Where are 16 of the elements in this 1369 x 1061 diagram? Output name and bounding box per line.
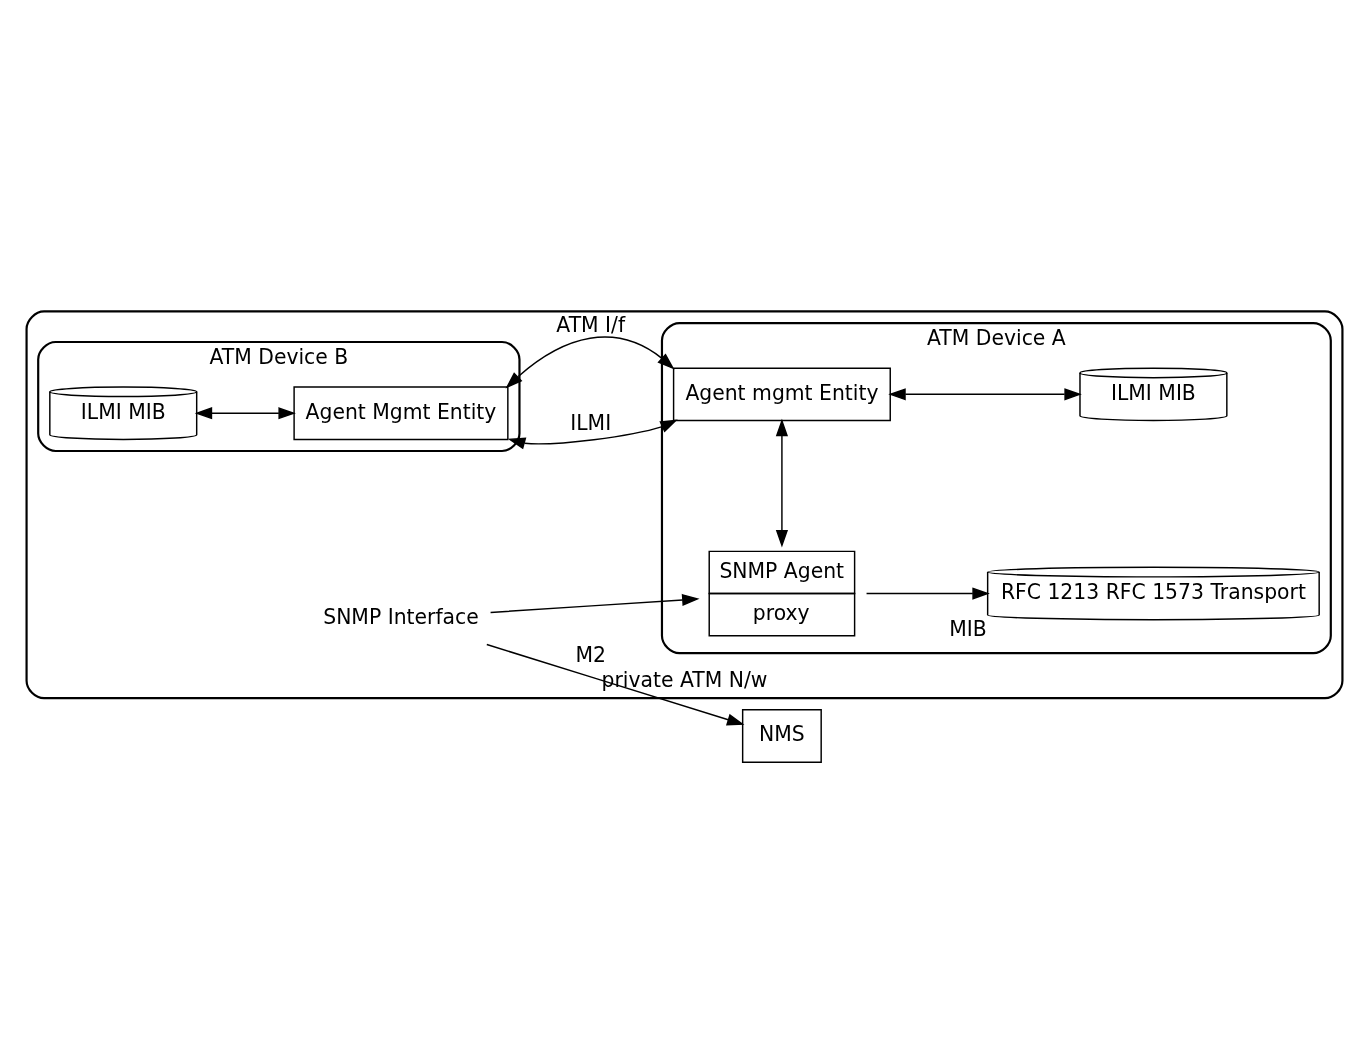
edge-label: ATM I/f: [556, 312, 626, 337]
node-box: Agent Mgmt Entity: [293, 385, 509, 440]
arrow: [507, 419, 678, 449]
node-label: MIB: [949, 616, 987, 641]
arrow: [505, 335, 675, 389]
arrow: [489, 593, 700, 613]
arrow: [194, 406, 296, 419]
arrow: [865, 586, 990, 600]
arrow: [775, 418, 789, 547]
node-box: NMS: [741, 708, 822, 763]
arrow: [888, 387, 1082, 400]
node-box: Agent mgmt Entity: [672, 366, 891, 421]
edge-label: ILMI: [570, 410, 612, 435]
arrow: [486, 643, 745, 725]
node-text: SNMP Interface: [323, 604, 479, 629]
edge-label: M2: [575, 642, 606, 667]
